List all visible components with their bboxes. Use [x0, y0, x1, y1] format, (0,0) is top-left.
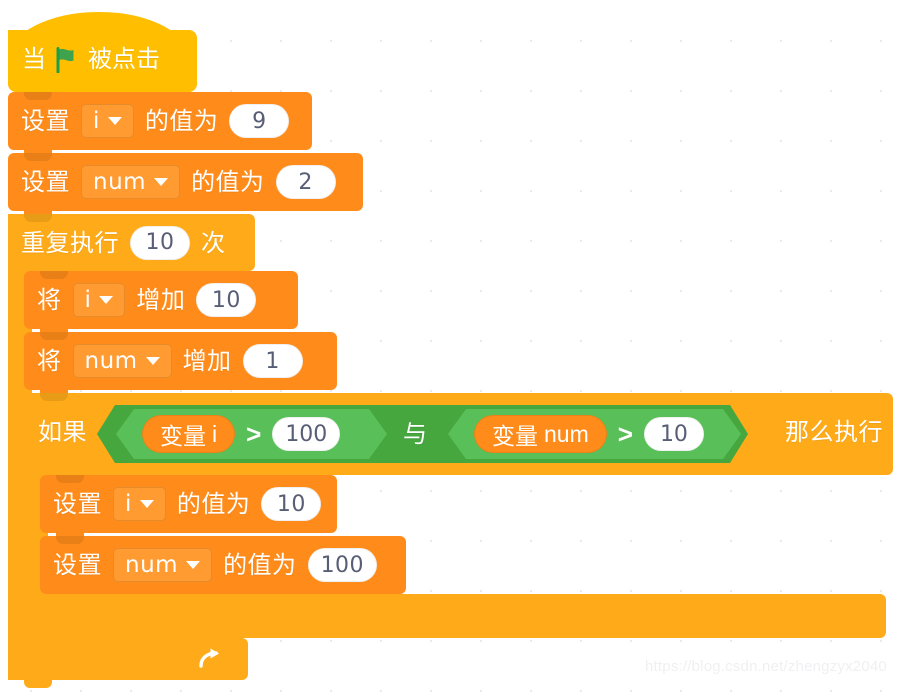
variable-reporter-num-prefix: 变量: [492, 423, 538, 449]
change-label-verb: 将: [37, 286, 62, 314]
comparator-symbol-2: >: [617, 418, 633, 449]
variable-dropdown-num[interactable]: num: [81, 165, 181, 199]
set-label-middle: 的值为: [223, 551, 297, 579]
green-flag-icon: [55, 47, 79, 74]
chevron-down-icon: [145, 357, 160, 365]
set-label-middle: 的值为: [191, 168, 265, 196]
variable-dropdown-num-value: num: [93, 169, 147, 195]
hat-label-prefix: 当: [22, 45, 46, 73]
if-block-footer[interactable]: [24, 594, 886, 646]
set-label-middle: 的值为: [144, 107, 219, 135]
block-top-notch: [24, 92, 52, 100]
block-top-notch: [40, 271, 68, 279]
block-top-notch: [56, 536, 84, 544]
change-variable-i-by-10-block[interactable]: 将 i 增加 10: [24, 271, 298, 337]
if-label-prefix: 如果: [38, 418, 87, 446]
block-top-notch: [40, 332, 68, 340]
set-label-middle: 的值为: [176, 490, 251, 518]
variable-dropdown-i-value: i: [125, 491, 132, 517]
repeat-times-input[interactable]: 10: [130, 225, 190, 260]
repeat-label-suffix: 次: [201, 228, 226, 257]
hat-label-suffix: 被点击: [88, 45, 160, 73]
variable-dropdown-i[interactable]: i: [113, 487, 166, 521]
chevron-down-icon: [99, 296, 114, 304]
change-value-input-10[interactable]: 10: [196, 283, 257, 317]
set-variable-num-100-block[interactable]: 设置 num 的值为 100: [40, 536, 406, 602]
change-label-verb: 将: [37, 347, 62, 375]
set-label-verb: 设置: [21, 168, 70, 196]
event-when-flag-clicked-block[interactable]: 当 被点击: [8, 30, 197, 100]
chevron-down-icon: [186, 561, 201, 569]
compare-value-input-100[interactable]: 100: [272, 417, 341, 451]
variable-dropdown-num-value: num: [125, 552, 179, 578]
comparator-symbol-1: >: [246, 418, 262, 449]
set-label-verb: 设置: [21, 107, 70, 135]
operator-and-label: 与: [403, 420, 427, 448]
block-bottom-bump: [40, 638, 68, 646]
block-top-notch: [56, 475, 84, 483]
set-variable-i-9-block[interactable]: 设置 i 的值为 9: [8, 92, 312, 158]
loop-arrow-icon: [197, 647, 223, 676]
set-value-input-9[interactable]: 9: [229, 104, 290, 138]
variable-dropdown-num-value: num: [84, 348, 138, 374]
variable-dropdown-i-value: i: [84, 287, 92, 313]
change-label-middle: 增加: [182, 347, 232, 375]
block-bottom-bump: [24, 680, 52, 688]
block-top-notch: [24, 214, 52, 222]
set-label-verb: 设置: [53, 551, 102, 579]
set-variable-i-10-block[interactable]: 设置 i 的值为 10: [40, 475, 337, 541]
set-value-input-2[interactable]: 2: [275, 165, 336, 199]
block-top-notch: [24, 153, 52, 161]
change-label-middle: 增加: [136, 286, 186, 314]
variable-reporter-i-prefix: 变量: [160, 423, 206, 449]
variable-dropdown-num[interactable]: num: [72, 344, 172, 378]
if-label-suffix: 那么执行: [785, 418, 883, 446]
variable-dropdown-i[interactable]: i: [72, 283, 126, 317]
set-value-input-100[interactable]: 100: [307, 548, 378, 582]
block-top-notch: [40, 393, 68, 401]
repeat-label-prefix: 重复执行: [21, 228, 119, 257]
chevron-down-icon: [154, 178, 169, 186]
compare-value-input-10[interactable]: 10: [643, 417, 704, 451]
repeat-block-header[interactable]: 重复执行 10 次: [8, 214, 255, 271]
variable-dropdown-num[interactable]: num: [113, 548, 213, 582]
variable-dropdown-i-value: i: [93, 108, 100, 134]
variable-reporter-num-name: num: [544, 420, 589, 447]
set-label-verb: 设置: [53, 490, 102, 518]
watermark-text: https://blog.csdn.net/zhengzyx2040: [645, 658, 887, 675]
variable-dropdown-i[interactable]: i: [81, 104, 134, 138]
chevron-down-icon: [139, 500, 154, 508]
set-variable-num-2-block[interactable]: 设置 num 的值为 2: [8, 153, 363, 219]
variable-reporter-i-name: i: [212, 420, 218, 447]
change-variable-num-by-1-block[interactable]: 将 num 增加 1: [24, 332, 337, 398]
change-value-input-1[interactable]: 1: [242, 344, 303, 378]
chevron-down-icon: [107, 117, 122, 125]
set-value-input-10[interactable]: 10: [261, 487, 322, 521]
